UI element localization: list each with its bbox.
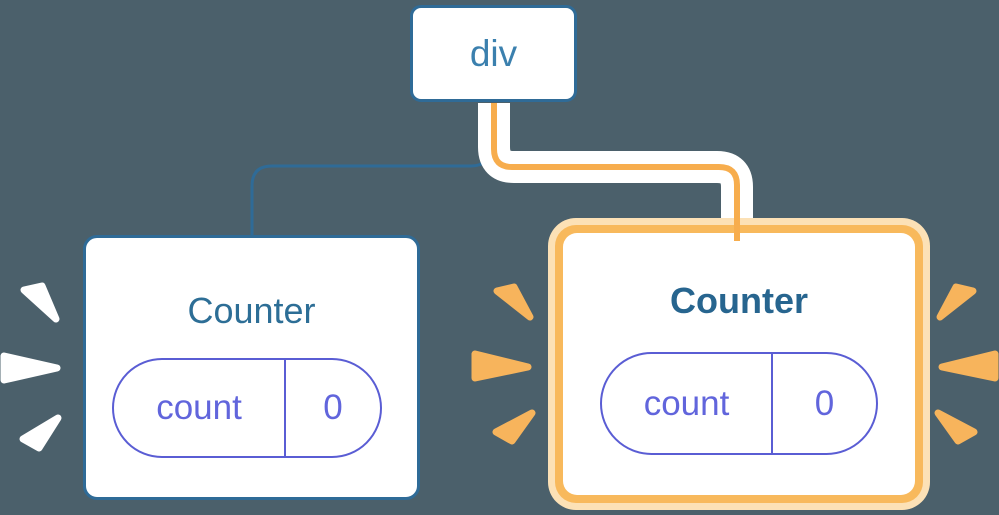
edge-to-left-counter (250, 103, 492, 237)
counter-title: Counter (187, 290, 316, 331)
spark-icon (936, 283, 977, 321)
state-pill: count 0 (112, 358, 382, 458)
sparks-right-counter-orange-left (471, 283, 536, 445)
spark-icon (938, 350, 999, 382)
spark-icon (934, 409, 978, 445)
counter-title: Counter (670, 280, 808, 321)
spark-icon (471, 350, 532, 382)
spark-icon (0, 352, 61, 384)
state-key: count (114, 360, 286, 456)
state-value: 0 (814, 383, 835, 423)
tree-node-div: div (410, 5, 577, 102)
state-key: count (602, 354, 773, 453)
sparks-left-counter-white (0, 282, 62, 452)
counter-card-left: Counter count 0 (83, 235, 420, 500)
spark-icon (493, 283, 534, 321)
state-pill: count 0 (600, 352, 878, 455)
state-value: 0 (323, 388, 343, 427)
edge-pipe-white (478, 103, 753, 218)
spark-icon (19, 414, 62, 452)
counter-card-right-highlighted: Counter count 0 (548, 218, 930, 510)
spark-icon (492, 409, 536, 445)
tree-node-label: div (469, 32, 518, 74)
spark-icon (20, 282, 60, 323)
sparks-right-counter-orange-right (934, 283, 999, 445)
